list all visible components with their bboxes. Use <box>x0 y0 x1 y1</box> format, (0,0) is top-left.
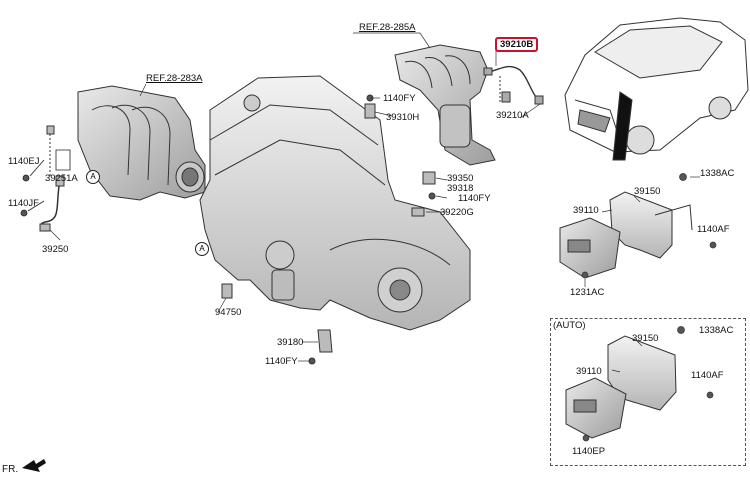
ref-intake-label[interactable]: REF.28-283A <box>146 73 203 84</box>
part-39110-auto-label[interactable]: 39110 <box>576 366 602 377</box>
part-39350-label[interactable]: 39350 <box>447 173 474 184</box>
part-39180-label[interactable]: 39180 <box>277 337 304 348</box>
part-39210A-label[interactable]: 39210A <box>496 110 529 121</box>
part-1140JF-label[interactable]: 1140JF <box>8 198 39 209</box>
sensor-39350[interactable] <box>411 171 436 217</box>
part-39220G-label[interactable]: 39220G <box>440 207 474 218</box>
part-39318-label[interactable]: 39318 <box>447 183 474 194</box>
part-1140EJ-label[interactable]: 1140EJ <box>8 156 40 167</box>
connector-marker-a: A <box>86 170 100 184</box>
leader-lines <box>49 32 541 362</box>
connector-marker-a-2: A <box>195 242 209 256</box>
part-39250-label[interactable]: 39250 <box>42 244 69 255</box>
oxygen-sensor-39210B[interactable] <box>483 65 544 105</box>
part-1140FY-c-label[interactable]: 1140FY <box>265 356 298 367</box>
part-1338AC-auto-label[interactable]: 1338AC <box>699 325 734 336</box>
front-direction-label: FR. <box>2 464 19 475</box>
part-1231AC-label[interactable]: 1231AC <box>570 287 605 298</box>
part-39210B-label[interactable]: 39210B <box>495 37 539 52</box>
ecu-bolts-upper <box>581 173 717 287</box>
auto-variant-box <box>550 318 746 466</box>
bolts-left <box>20 149 71 217</box>
engine-block[interactable] <box>199 75 471 331</box>
part-1140AF-label[interactable]: 1140AF <box>697 224 730 235</box>
sensor-39310H[interactable] <box>364 94 376 119</box>
part-1338AC-label[interactable]: 1338AC <box>700 168 735 179</box>
part-1140EP-label[interactable]: 1140EP <box>572 446 606 457</box>
sensor-39180[interactable] <box>308 329 333 365</box>
ecu-39110-auto[interactable] <box>565 377 627 439</box>
ecu-39110[interactable] <box>559 217 621 279</box>
part-39110-label[interactable]: 39110 <box>573 205 599 216</box>
exhaust-manifold[interactable] <box>394 44 496 166</box>
part-39251A-label[interactable]: 39251A <box>45 173 78 184</box>
sensor-94750[interactable] <box>221 283 233 299</box>
part-1140FY-label[interactable]: 1140FY <box>383 93 416 104</box>
part-94750-label[interactable]: 94750 <box>215 307 242 318</box>
ecu-bracket-39150[interactable] <box>609 191 693 259</box>
ecu-bolts-lower <box>582 326 714 442</box>
ecu-bracket-39150-auto[interactable] <box>607 335 677 411</box>
front-arrow-icon <box>22 459 46 472</box>
part-39310H-label[interactable]: 39310H <box>386 112 420 123</box>
part-1140FY-b-label[interactable]: 1140FY <box>458 193 491 204</box>
auto-variant-title: (AUTO) <box>553 320 586 331</box>
ref-exhaust-label[interactable]: REF.28-285A <box>359 22 416 33</box>
sensor-39250[interactable] <box>39 125 65 232</box>
intake-manifold[interactable] <box>77 85 206 201</box>
part-39150-label[interactable]: 39150 <box>634 186 661 197</box>
part-1140AF-auto-label[interactable]: 1140AF <box>691 370 724 381</box>
vehicle-illustration <box>564 17 749 161</box>
part-39150-auto-label[interactable]: 39150 <box>632 333 659 344</box>
